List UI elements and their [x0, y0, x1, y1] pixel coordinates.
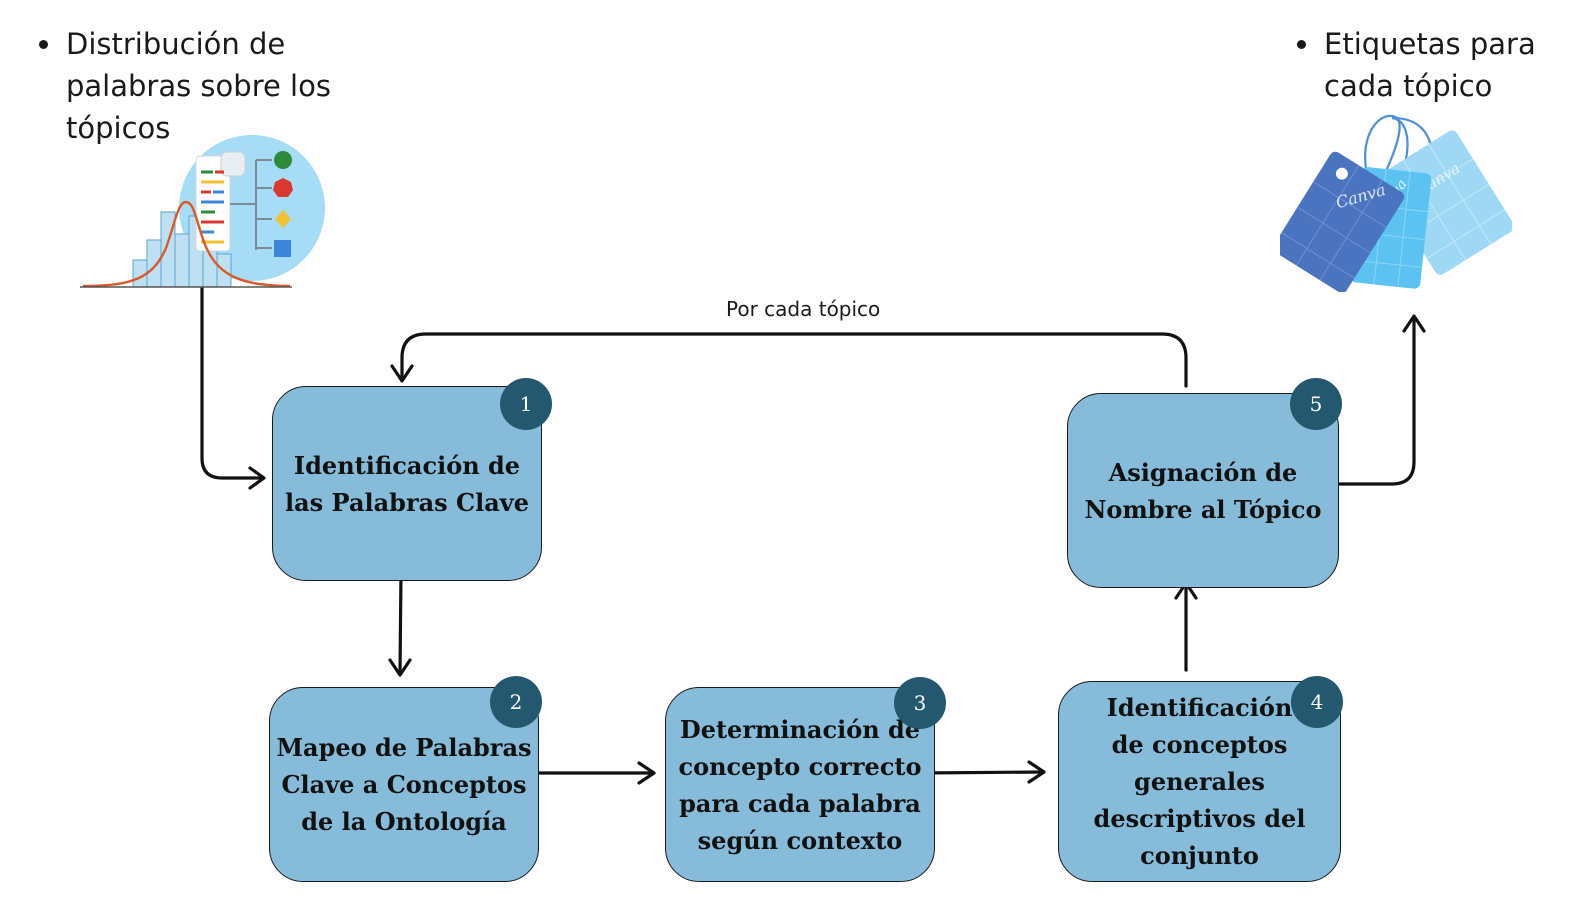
- arrow-step1-to-step2: [398, 570, 403, 675]
- arrow-loop-back: [400, 332, 1188, 388]
- step-1-badge: 1: [500, 378, 552, 430]
- input-bullet: Distribución de palabras sobre los tópic…: [39, 23, 331, 149]
- step-5-badge: 5: [1290, 378, 1342, 430]
- input-bullet-line: Distribución de: [66, 27, 286, 61]
- bullet-dot-icon: [1297, 40, 1306, 49]
- price-tags-illustration: Canva Canva Canva: [1280, 114, 1512, 292]
- arrow-step3-to-step4: [919, 770, 1044, 775]
- loop-label: Por cada tópico: [726, 297, 881, 321]
- topic-distribution-illustration: [80, 135, 325, 288]
- step-3-badge: 3: [894, 677, 946, 729]
- step-2-badge: 2: [490, 676, 542, 728]
- step-4-badge: 4: [1291, 676, 1343, 728]
- input-bullet-line: tópicos: [66, 111, 171, 145]
- output-bullet-line: Etiquetas para: [1324, 27, 1536, 61]
- arrow-input-to-step1: [200, 286, 264, 480]
- bullet-dot-icon: [39, 40, 48, 49]
- output-bullet: Etiquetas para cada tópico: [1297, 23, 1536, 107]
- input-bullet-line: palabras sobre los: [66, 69, 331, 103]
- output-bullet-line: cada tópico: [1324, 69, 1493, 103]
- arrow-step5-to-output: [1317, 316, 1416, 486]
